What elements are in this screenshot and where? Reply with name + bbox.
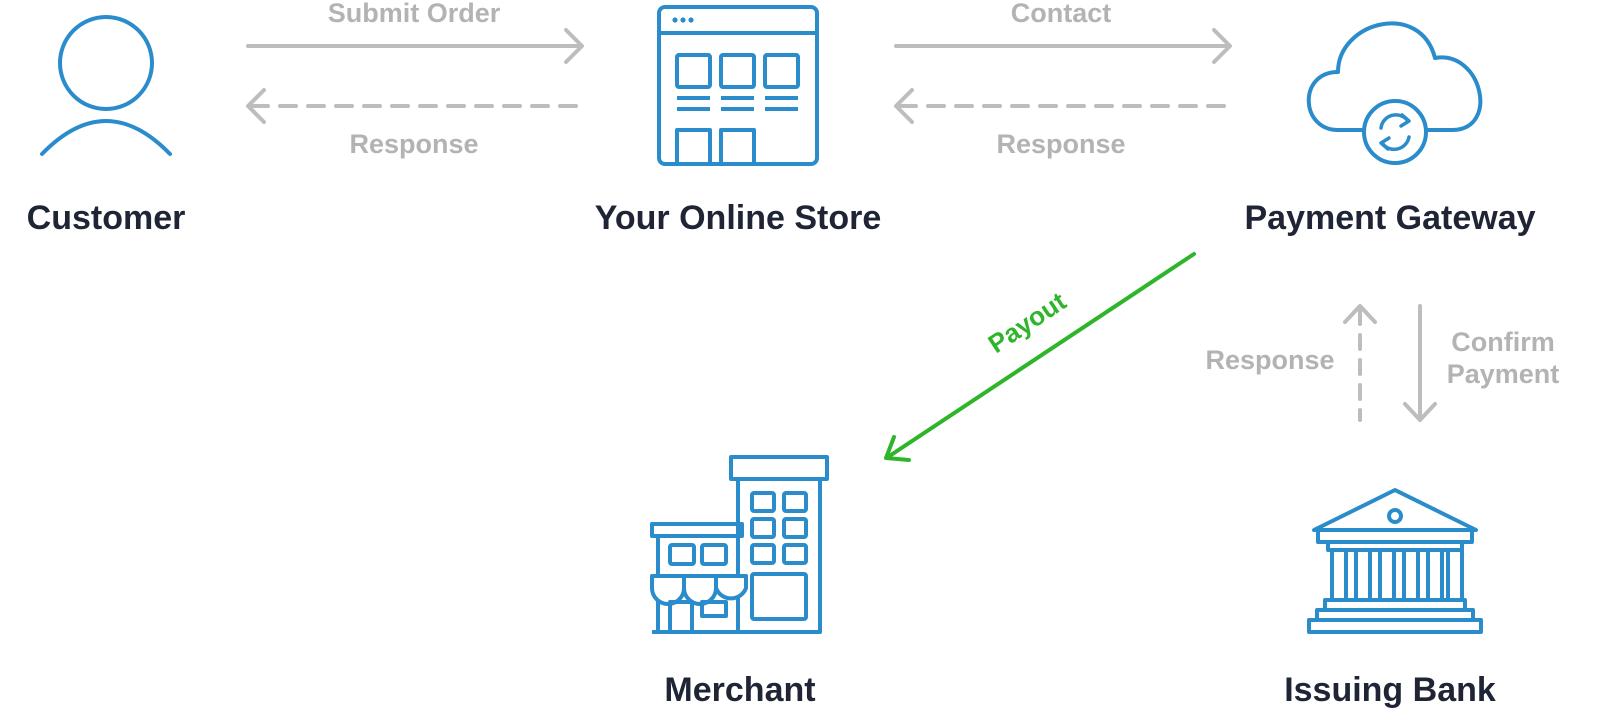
confirm-payment-label-line1: Confirm <box>1451 327 1555 357</box>
window-dots-icon <box>672 17 694 23</box>
gateway-label: Payment Gateway <box>1244 199 1535 237</box>
response-arrow-gateway-to-store <box>894 88 1230 124</box>
response-label-bank-to-gateway: Response <box>1205 345 1334 375</box>
shop-building-icon <box>650 455 829 634</box>
bank-icon <box>1307 488 1483 634</box>
confirm-payment-arrow <box>1403 304 1437 422</box>
payout-label: Payout <box>983 286 1072 359</box>
response-label-gateway-to-store: Response <box>996 129 1125 159</box>
bank-label: Issuing Bank <box>1284 671 1496 709</box>
response-arrow-store-to-customer <box>246 88 582 124</box>
customer-label: Customer <box>27 199 186 237</box>
merchant-label: Merchant <box>664 671 815 709</box>
contact-label: Contact <box>1011 0 1112 28</box>
submit-order-arrow <box>246 28 584 64</box>
response-label-store-to-customer: Response <box>349 129 478 159</box>
response-arrow-bank-to-gateway <box>1343 304 1377 422</box>
storefront-window-icon <box>657 5 819 166</box>
confirm-payment-label-line2: Payment <box>1447 359 1560 389</box>
person-icon <box>40 15 172 156</box>
contact-arrow <box>894 28 1232 64</box>
cloud-sync-icon <box>1306 21 1483 165</box>
payout-arrow <box>884 252 1196 462</box>
store-label: Your Online Store <box>595 199 882 237</box>
submit-order-label: Submit Order <box>328 0 501 28</box>
